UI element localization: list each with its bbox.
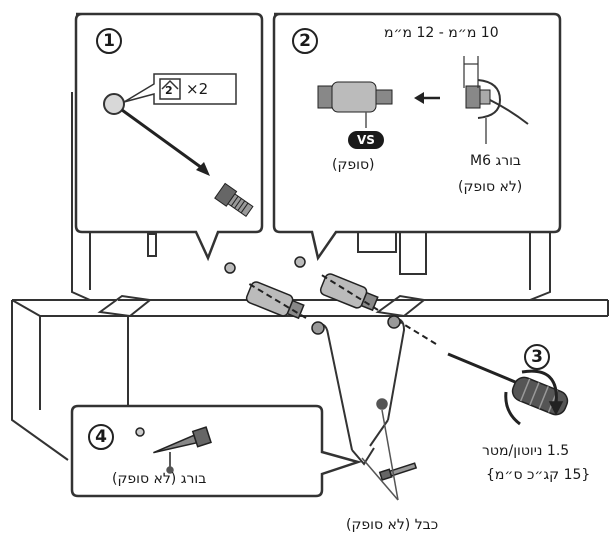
hole-icon-digit: 2 <box>165 84 173 97</box>
cable-label: כבל (לא סופק) <box>346 517 439 533</box>
step4-screw <box>135 426 212 468</box>
step-3-badge: 3 <box>524 344 550 370</box>
m6-bolt-note: (לא סופק) <box>458 179 523 195</box>
hole-count-label: ×2 <box>186 80 209 98</box>
vs-badge: VS <box>348 131 384 149</box>
screw-not-supplied-label: בורג (לא סופק) <box>112 471 207 487</box>
step1-screw <box>214 182 254 218</box>
spacers-assembly <box>224 256 437 481</box>
step-2-badge: 2 <box>292 28 318 54</box>
length-dimension <box>463 56 479 88</box>
label-leaders <box>166 398 399 501</box>
torque-alt-value: {15 קג״כ ס״מ} <box>486 467 591 483</box>
vs-spacer <box>317 81 393 113</box>
step-1-badge: 1 <box>96 28 122 54</box>
step2-box <box>272 12 562 262</box>
m6-bolt <box>465 79 529 144</box>
step4-box <box>70 404 363 498</box>
torque-value: 1.5 ניוטון/מטר <box>482 443 570 459</box>
vs-supplied-label: (סופק) <box>332 157 375 173</box>
step-4-badge: 4 <box>88 424 114 450</box>
m6-bolt-label: בורג M6 <box>470 153 522 169</box>
bolt-length-range: 10 מ״מ - 12 מ״מ <box>384 25 499 41</box>
screwdriver <box>447 352 569 426</box>
hole-position-icon <box>159 78 181 100</box>
